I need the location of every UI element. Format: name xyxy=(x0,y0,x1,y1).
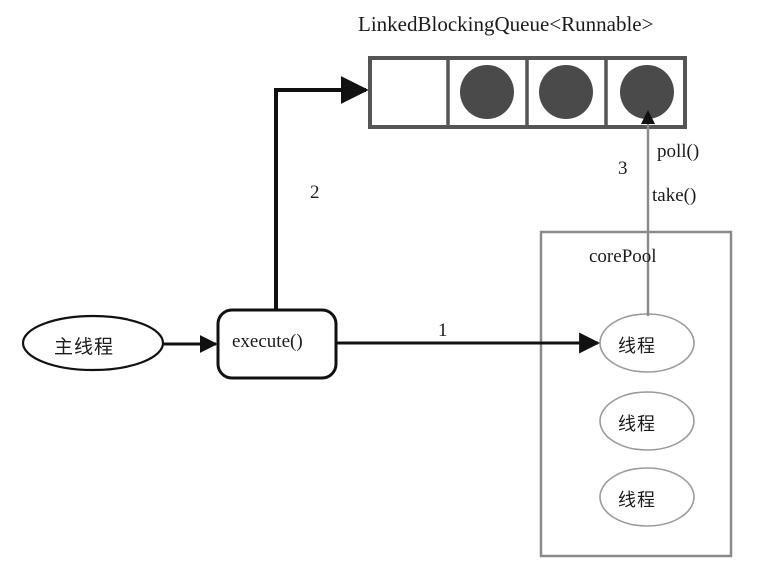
queue-task-circle-2 xyxy=(539,65,593,119)
step-label-3: 3 xyxy=(618,158,628,179)
main-thread-ellipse xyxy=(21,314,165,372)
edge-queue-to-thread-arrowhead xyxy=(641,110,655,124)
step-label-1: 1 xyxy=(438,320,448,341)
queue-task-circle-3 xyxy=(620,65,674,119)
thread-ellipse-2 xyxy=(599,391,695,451)
execute-label: execute() xyxy=(232,331,303,352)
step-label-2: 2 xyxy=(310,182,320,203)
take-label: take() xyxy=(652,185,697,206)
edge-execute-to-queue xyxy=(274,76,369,310)
thread-label-2: 线程 xyxy=(618,414,656,434)
queue-title: LinkedBlockingQueue<Runnable> xyxy=(358,12,654,36)
queue-container xyxy=(368,56,687,129)
thread-label-1: 线程 xyxy=(618,336,656,356)
poll-label: poll() xyxy=(657,141,700,162)
thread-ellipse-3 xyxy=(599,467,695,527)
main-thread-label: 主线程 xyxy=(54,337,115,358)
queue-task-circle-1 xyxy=(460,65,514,119)
core-pool-box xyxy=(539,230,733,558)
core-pool-label: corePool xyxy=(589,246,657,267)
thread-label-3: 线程 xyxy=(618,490,656,510)
core-pool-container xyxy=(539,230,733,558)
